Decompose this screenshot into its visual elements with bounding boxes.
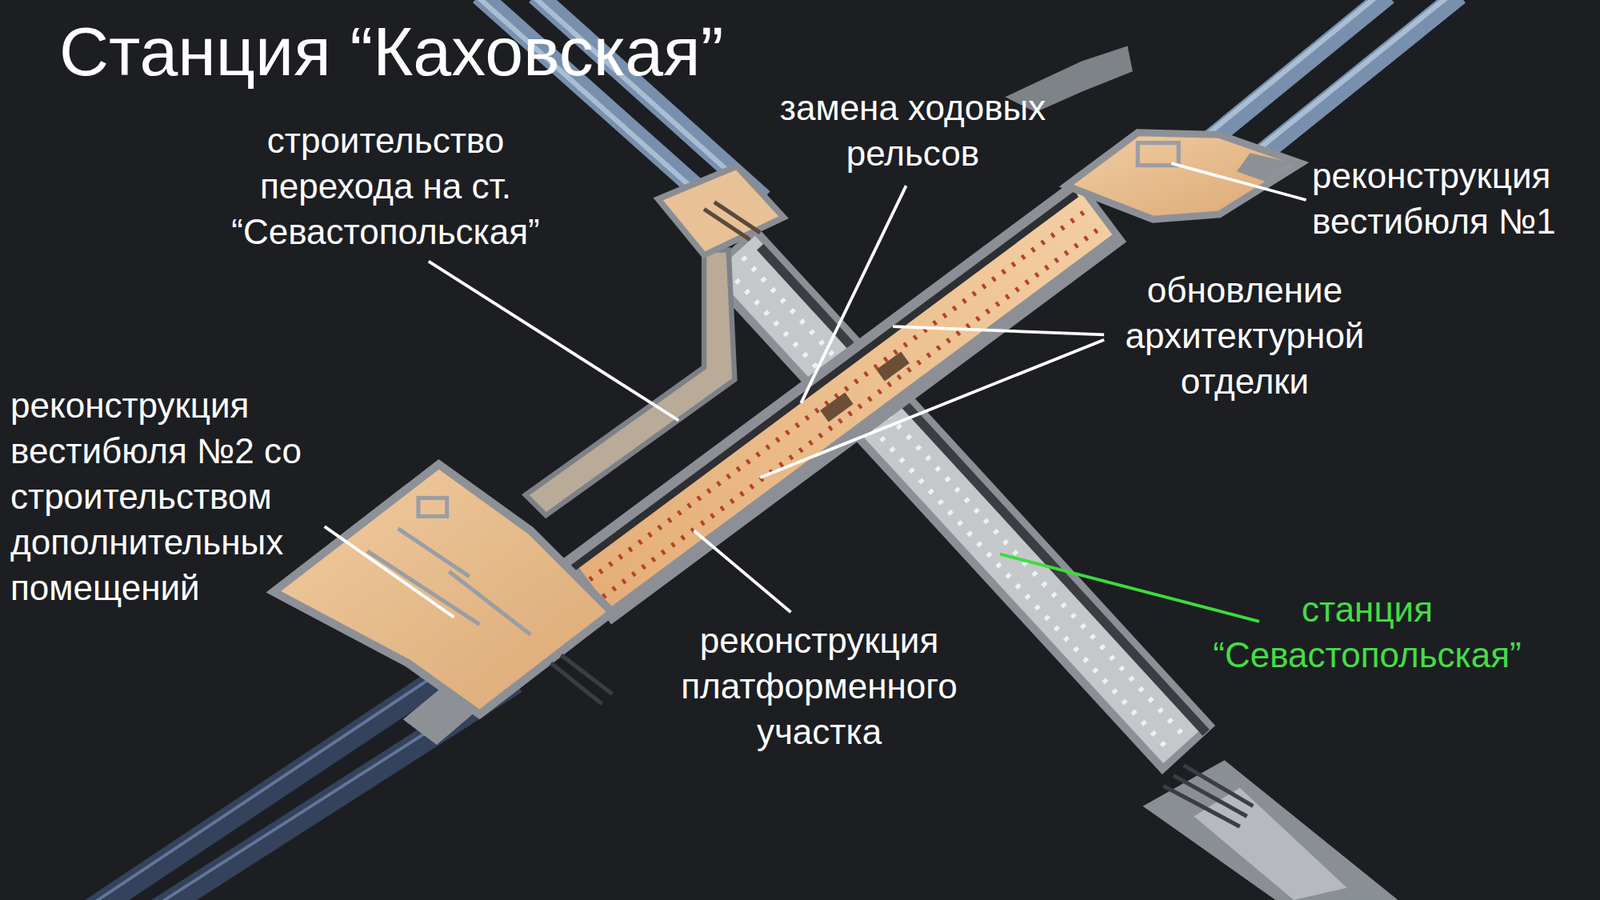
illustration-part (418, 497, 448, 516)
callout-label: обновление архитектурной отделки (1092, 267, 1397, 404)
illustration-part (603, 229, 1099, 597)
illustration-part (820, 392, 853, 422)
callout-label: реконструкция вестибюля №1 (1312, 152, 1588, 244)
illustration-part (714, 202, 760, 233)
illustration-part (367, 551, 480, 625)
illustration-part (1137, 143, 1179, 166)
callout-label: строительство перехода на ст. “Севастопо… (213, 117, 558, 255)
illustration-part (589, 212, 1084, 580)
illustration-part (273, 464, 612, 715)
illustration-part (1066, 132, 1301, 220)
vestibule-2 (273, 464, 612, 715)
illustration-part (1245, 0, 1455, 160)
leader-line (800, 185, 906, 404)
leader-line (1000, 554, 1260, 622)
leader-line (760, 340, 1104, 478)
illustration-part (704, 208, 750, 240)
callout-label: реконструкция вестибюля №2 со строительс… (10, 382, 355, 611)
illustration-part (1236, 152, 1294, 182)
leader-line (1171, 163, 1306, 200)
leader-line (324, 526, 455, 618)
leader-line (892, 326, 1104, 335)
illustration-part (576, 191, 1113, 609)
illustration-part (561, 655, 613, 694)
illustration-part (158, 675, 516, 900)
leader-line (693, 530, 791, 612)
illustration-part (92, 659, 460, 900)
illustration-part (658, 166, 784, 256)
illustration-part (1193, 788, 1347, 900)
sevastopolskaya-station (703, 225, 1399, 900)
illustration-part (1184, 765, 1254, 807)
callout-label: замена ходовых рельсов (752, 84, 1073, 176)
illustration-part (448, 571, 531, 635)
illustration-part (1143, 760, 1399, 900)
station-label: станция “Севастопольская” (1191, 586, 1544, 678)
vestibule-1 (1004, 45, 1301, 220)
callout-label: реконструкция платформенного участка (659, 617, 980, 755)
illustration-part (876, 351, 909, 381)
title: Станция “Каховская” (59, 11, 724, 92)
illustration-part (397, 528, 469, 577)
leader-line (428, 261, 680, 421)
illustration-part (1250, 0, 1460, 164)
illustration-part (551, 663, 603, 704)
